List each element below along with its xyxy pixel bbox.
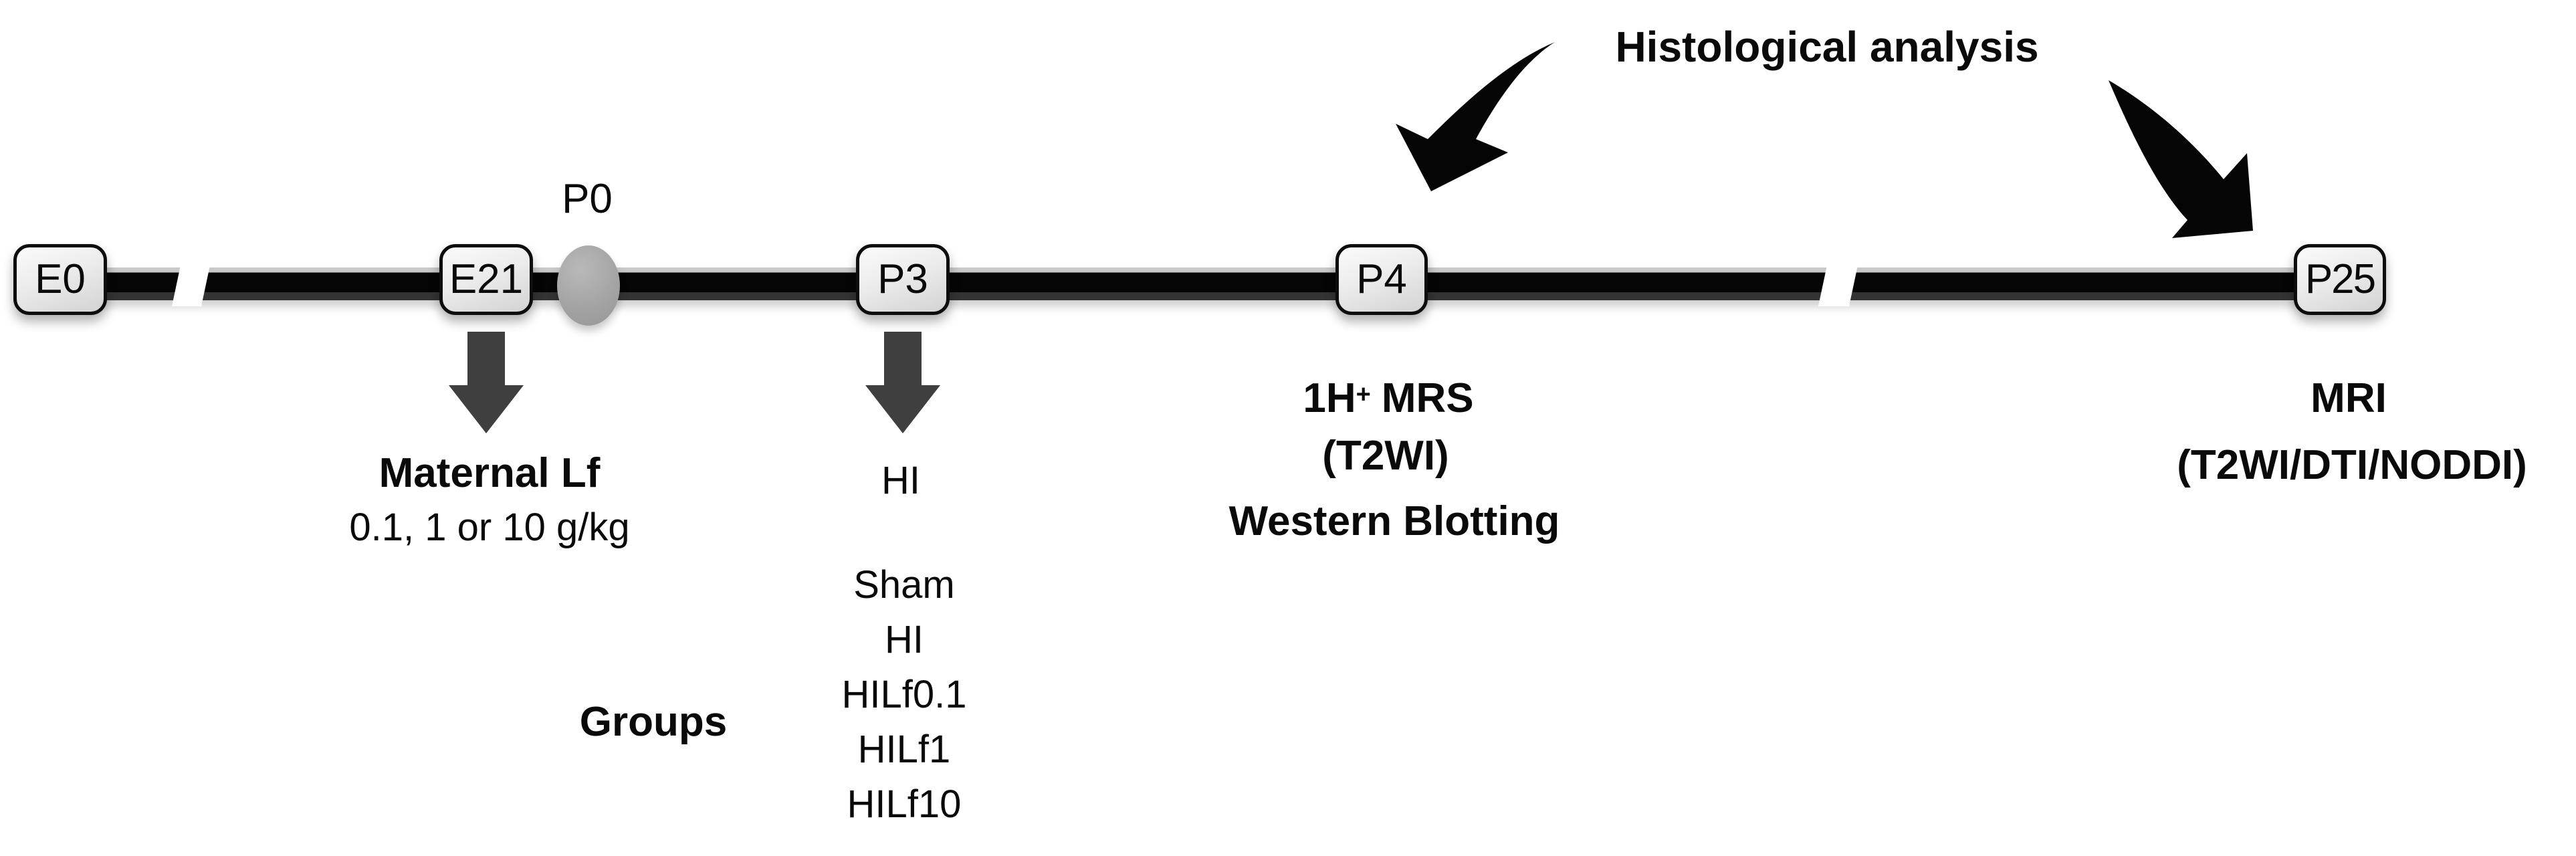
group-item-hi: HI xyxy=(885,618,924,661)
mrs-superscript: + xyxy=(1356,381,1371,409)
histological-analysis-label: Histological analysis xyxy=(1615,23,2039,71)
timeline-node-E0: E0 xyxy=(13,244,107,315)
timeline-node-P3: P3 xyxy=(856,244,950,315)
maternal-lf-dose: 0.1, 1 or 10 g/kg xyxy=(349,506,630,549)
node-label-P3: P3 xyxy=(877,256,928,302)
curved-arrow-to-P4-icon xyxy=(1396,42,1555,191)
node-label-E21: E21 xyxy=(449,256,524,302)
mri-label: MRI xyxy=(2311,375,2387,421)
group-item-sham: Sham xyxy=(853,563,955,607)
down-arrow-P3-icon xyxy=(865,332,940,433)
mrs-prefix: 1H xyxy=(1303,375,1356,421)
group-item-hilf10: HILf10 xyxy=(847,782,962,826)
maternal-lf-title: Maternal Lf xyxy=(379,450,601,496)
timeline-node-P4: P4 xyxy=(1335,244,1428,315)
groups-label: Groups xyxy=(579,699,728,745)
group-item-hilf1: HILf1 xyxy=(857,728,951,771)
node-label-E0: E0 xyxy=(35,256,86,302)
groups-list: Sham HI HILf0.1 HILf1 HILf10 xyxy=(842,558,967,832)
t2wi-label: (T2WI) xyxy=(1322,433,1449,479)
node-label-P25: P25 xyxy=(2304,256,2376,302)
node-label-P0: P0 xyxy=(562,176,613,222)
hi-event-label: HI xyxy=(881,459,920,502)
mrs-suffix: MRS xyxy=(1381,375,1474,421)
p0-birth-marker xyxy=(557,245,620,326)
node-label-P4: P4 xyxy=(1356,256,1407,302)
curved-arrow-to-P25-icon xyxy=(2109,80,2253,238)
western-blotting-label: Western Blotting xyxy=(1228,498,1560,544)
timeline-node-P25: P25 xyxy=(2294,244,2386,315)
timeline-node-E21: E21 xyxy=(439,244,533,315)
down-arrow-E21-icon xyxy=(449,332,524,433)
mri-modalities-label: (T2WI/DTI/NODDI) xyxy=(2177,442,2527,488)
timeline-bar xyxy=(67,268,2349,300)
group-item-hilf01: HILf0.1 xyxy=(841,673,967,716)
mrs-label: 1H+ MRS xyxy=(1303,374,1473,422)
